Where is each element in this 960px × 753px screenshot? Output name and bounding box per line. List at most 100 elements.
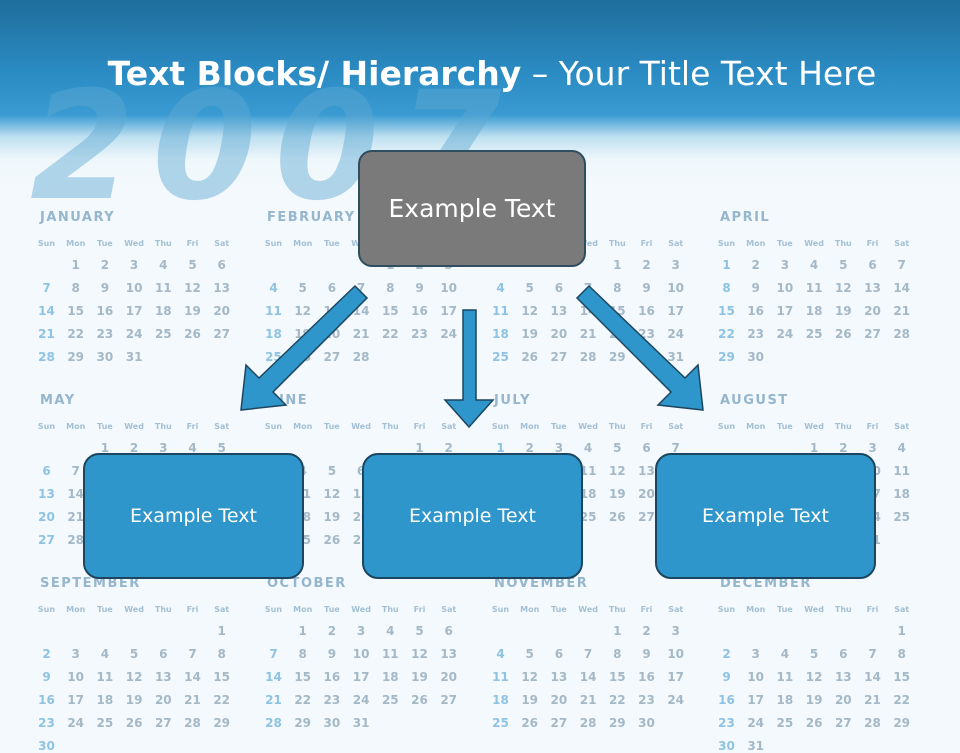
calendar-day: 2: [722, 647, 731, 661]
calendar-day: 30: [96, 350, 114, 364]
calendar-day: 4: [809, 258, 819, 272]
calendar-day: 18: [805, 304, 823, 318]
calendar-day: 14: [184, 670, 201, 684]
calendar-month-name: January: [40, 210, 116, 225]
calendar-day: 25: [381, 693, 399, 707]
calendar-day: 29: [718, 350, 735, 364]
calendar-day: 23: [411, 327, 428, 341]
calendar-day: 27: [323, 350, 341, 364]
calendar-day: 10: [667, 647, 685, 661]
calendar-day: 12: [294, 304, 312, 318]
calendar-weekday: Mon: [293, 605, 313, 614]
calendar-day: 15: [381, 304, 399, 318]
calendar-weekday: Sun: [491, 605, 510, 614]
calendar-day: 5: [327, 464, 337, 478]
calendar-day: 25: [492, 350, 509, 364]
calendar-weekday: Wed: [351, 422, 371, 431]
calendar-day: 22: [608, 693, 626, 707]
calendar-weekday: Fri: [186, 605, 199, 614]
calendar-day: 28: [579, 350, 597, 364]
calendar-day: 2: [42, 647, 51, 661]
calendar-day: 1: [71, 258, 80, 272]
calendar-weekday: Tue: [777, 422, 793, 431]
calendar-day: 2: [444, 441, 453, 455]
calendar-day: 4: [780, 647, 790, 661]
calendar-day: 30: [747, 350, 765, 364]
calendar-day: 31: [125, 350, 143, 364]
calendar-day: 18: [381, 670, 399, 684]
calendar-day: 4: [269, 281, 278, 295]
calendar-day: 14: [864, 670, 881, 684]
calendar-day: 10: [667, 281, 685, 295]
calendar-weekday: Fri: [413, 605, 426, 614]
calendar-weekday: Wed: [804, 605, 824, 614]
calendar-day: 17: [667, 670, 685, 684]
calendar-day: 23: [638, 693, 655, 707]
calendar-day: 13: [834, 670, 852, 684]
calendar-day: 18: [154, 304, 172, 318]
calendar-weekday: Sat: [668, 605, 684, 614]
calendar-day: 11: [381, 647, 399, 661]
calendar-day: 1: [897, 624, 906, 638]
calendar-weekday: Thu: [608, 422, 626, 431]
calendar-day: 2: [642, 624, 651, 638]
calendar-weekday: Sun: [264, 422, 283, 431]
calendar-day: 7: [188, 647, 197, 661]
calendar-weekday: Thu: [381, 605, 399, 614]
calendar-day: 13: [638, 464, 655, 478]
calendar-day: 23: [747, 327, 765, 341]
calendar-day: 2: [642, 258, 651, 272]
calendar-day: 6: [554, 281, 564, 295]
calendar-day: 10: [125, 281, 143, 295]
calendar-day: 27: [440, 693, 458, 707]
calendar-day: 12: [521, 670, 539, 684]
calendar-day: 6: [217, 258, 226, 272]
calendar-day: 11: [154, 281, 172, 295]
calendar-day: 7: [897, 258, 906, 272]
calendar-day: 4: [100, 647, 110, 661]
calendar-weekday: Sun: [717, 239, 736, 248]
calendar-day: 12: [608, 464, 626, 478]
calendar-day: 7: [269, 647, 278, 661]
calendar-day: 13: [440, 647, 458, 661]
calendar-weekday: Tue: [777, 239, 793, 248]
calendar-day: 11: [805, 281, 823, 295]
calendar-weekday: Thu: [154, 422, 172, 431]
calendar-weekday: Mon: [520, 605, 540, 614]
calendar-day: 4: [496, 647, 505, 661]
calendar-day: 26: [323, 533, 341, 547]
hierarchy-arrows: [240, 284, 704, 429]
calendar-day: 13: [38, 487, 55, 501]
calendar-weekday: Wed: [124, 422, 144, 431]
calendar-day: 15: [67, 304, 85, 318]
calendar-weekday: Sun: [717, 422, 736, 431]
calendar-weekday: Wed: [578, 422, 598, 431]
calendar-day: 8: [897, 647, 906, 661]
calendar-day: 24: [440, 327, 458, 341]
calendar-day: 19: [608, 487, 626, 501]
calendar-day: 18: [96, 693, 114, 707]
calendar-day: 11: [776, 670, 794, 684]
calendar-day: 13: [550, 304, 568, 318]
calendar-day: 6: [444, 624, 453, 638]
calendar-day: 26: [184, 327, 201, 341]
calendar-day: 11: [492, 304, 509, 318]
calendar-day: 28: [38, 350, 55, 364]
calendar-day: 12: [125, 670, 143, 684]
calendar-day: 18: [579, 487, 597, 501]
calendar-day: 10: [67, 670, 85, 684]
calendar-day: 1: [722, 258, 731, 272]
calendar-weekday: Mon: [293, 422, 313, 431]
calendar-weekday: Sat: [441, 605, 457, 614]
calendar-day: 19: [323, 510, 341, 524]
calendar-day: 1: [809, 441, 819, 455]
calendar-day: 22: [294, 693, 312, 707]
calendar-day: 16: [96, 304, 114, 318]
child-node-1: Example Text: [83, 453, 304, 579]
calendar-day: 11: [96, 670, 114, 684]
calendar-day: 27: [550, 350, 568, 364]
calendar-weekday: Fri: [640, 239, 653, 248]
calendar-day: 4: [188, 441, 197, 455]
calendar-day: 11: [265, 304, 282, 318]
calendar-weekday: Thu: [608, 239, 626, 248]
